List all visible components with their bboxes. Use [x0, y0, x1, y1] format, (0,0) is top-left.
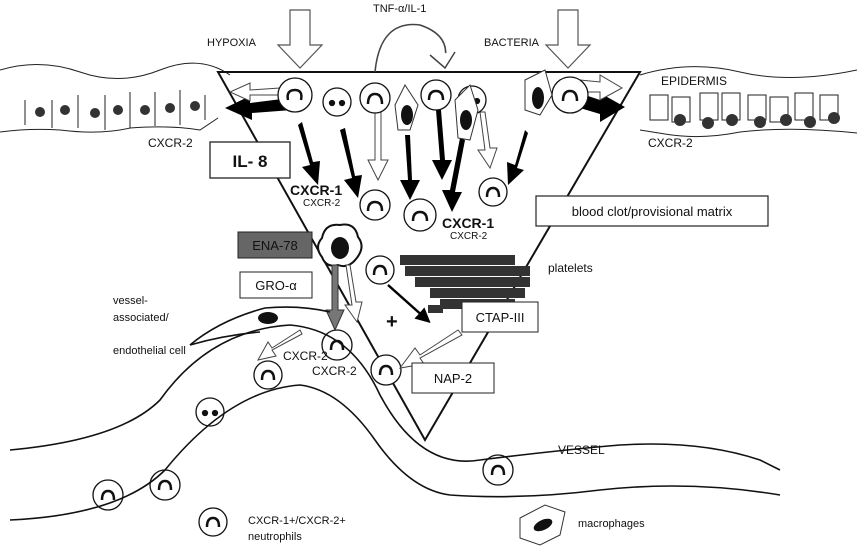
cxcr2-a-label: CXCR-2 — [303, 198, 341, 209]
epidermis-label: EPIDERMIS — [661, 74, 727, 88]
cxcr2-left-label: CXCR-2 — [148, 136, 193, 150]
gro-box: GRO-α — [240, 272, 312, 298]
tnf-cycle-arrow — [375, 25, 455, 72]
cxcr2-b-label: CXCR-2 — [450, 231, 488, 242]
vessel-assoc-label-2: associated/ — [113, 312, 170, 324]
vessel-assoc-label-1: vessel- — [113, 295, 148, 307]
bacteria-label: BACTERIA — [484, 37, 540, 49]
blood-clot-box: blood clot/provisional matrix — [536, 196, 768, 226]
vessel-label: VESSEL — [558, 443, 605, 457]
plus-sign: + — [386, 311, 398, 333]
hypoxia-label: HYPOXIA — [207, 37, 257, 49]
hollow-vertical-arrows — [368, 110, 497, 180]
nap2-box: NAP-2 — [412, 363, 494, 393]
bacteria-arrow — [546, 10, 590, 68]
legend-macrophages-label: macrophages — [578, 518, 645, 530]
ena78-producing-cell — [318, 225, 362, 267]
vessel-walls — [10, 307, 780, 520]
endothelial-label: endothelial cell — [113, 345, 186, 357]
legend-neutrophils-label-1: CXCR-1+/CXCR-2+ — [248, 515, 346, 527]
cxcr1-b-label: CXCR-1 — [442, 215, 494, 231]
epidermis-left — [0, 63, 230, 132]
ena78-box: ENA-78 — [238, 232, 312, 258]
il8-label: IL- 8 — [233, 152, 268, 171]
platelets-label: platelets — [548, 261, 593, 275]
hypoxia-arrow — [278, 10, 322, 68]
ena78-label: ENA-78 — [252, 238, 298, 253]
cxcr2-c-label: CXCR-2 — [283, 349, 328, 363]
ctap-box: CTAP-III — [462, 302, 538, 332]
tnf-label: TNF-α/IL-1 — [373, 3, 426, 15]
il8-box: IL- 8 — [210, 142, 290, 178]
legend-neutrophil-icon — [199, 508, 227, 536]
cxcr2-d-label: CXCR-2 — [312, 364, 357, 378]
cxcr2-right-label: CXCR-2 — [648, 136, 693, 150]
endothelial-nucleus — [258, 312, 278, 324]
legend-neutrophils-label-2: neutrophils — [248, 531, 302, 543]
cxcr1-a-label: CXCR-1 — [290, 182, 342, 198]
nap2-label: NAP-2 — [434, 371, 472, 386]
macrophage-cells — [395, 70, 552, 140]
gro-label: GRO-α — [255, 278, 297, 293]
blood-clot-label: blood clot/provisional matrix — [572, 204, 733, 219]
ctap-label: CTAP-III — [476, 310, 525, 325]
legend-macrophage-icon — [520, 505, 565, 545]
